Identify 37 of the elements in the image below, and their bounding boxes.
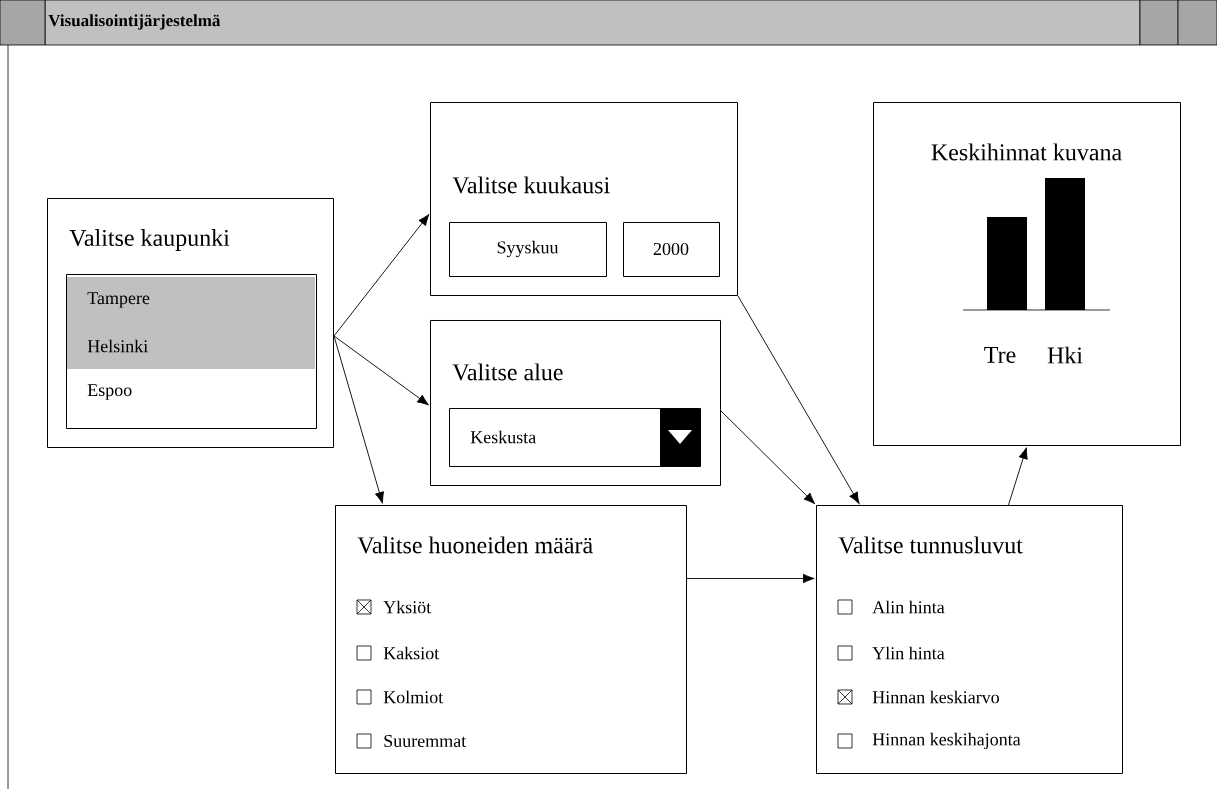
option-label: Kolmiot — [383, 690, 444, 704]
arrow — [1008, 447, 1028, 506]
option-label: Kaksiot — [383, 646, 440, 660]
arrow — [333, 335, 429, 406]
panel-heading: Valitse tunnusluvut — [838, 536, 1023, 554]
field-value: 2000 — [653, 242, 689, 256]
panel — [816, 505, 1123, 774]
list-item: Helsinki — [87, 339, 148, 353]
option-label: Alin hinta — [872, 600, 945, 614]
option-label: Suuremmat — [384, 734, 467, 748]
option-label: Ylin hinta — [872, 646, 945, 660]
bar-label: Hki — [1047, 346, 1083, 364]
list-item: Tampere — [87, 292, 150, 308]
arrow — [333, 335, 384, 504]
option-label: Hinnan keskihajonta — [872, 732, 1021, 750]
arrow — [737, 295, 860, 504]
arrow — [333, 214, 430, 337]
panel-heading: Valitse kaupunki — [69, 229, 230, 251]
panel — [335, 505, 687, 774]
option-label: Hinnan keskiarvo — [872, 690, 999, 704]
field-value: Syyskuu — [497, 240, 559, 258]
panel — [873, 102, 1181, 446]
list-item: Espoo — [87, 384, 132, 400]
dropdown-field — [449, 408, 701, 467]
field-value: Keskusta — [470, 430, 536, 444]
bar-label: Tre — [984, 347, 1016, 363]
panel-heading: Valitse huoneiden määrä — [357, 536, 593, 554]
panel-heading: Keskihinnat kuvana — [931, 143, 1122, 161]
list-box — [66, 274, 317, 429]
window-title: Visualisointijärjestelmä — [48, 14, 221, 30]
input-field — [449, 222, 607, 277]
arrow — [686, 573, 815, 584]
input-field — [623, 222, 720, 277]
panel-heading: Valitse kuukausi — [452, 176, 610, 194]
option-label: Yksiöt — [383, 600, 432, 614]
panel-heading: Valitse alue — [452, 363, 563, 381]
arrow — [720, 410, 816, 505]
